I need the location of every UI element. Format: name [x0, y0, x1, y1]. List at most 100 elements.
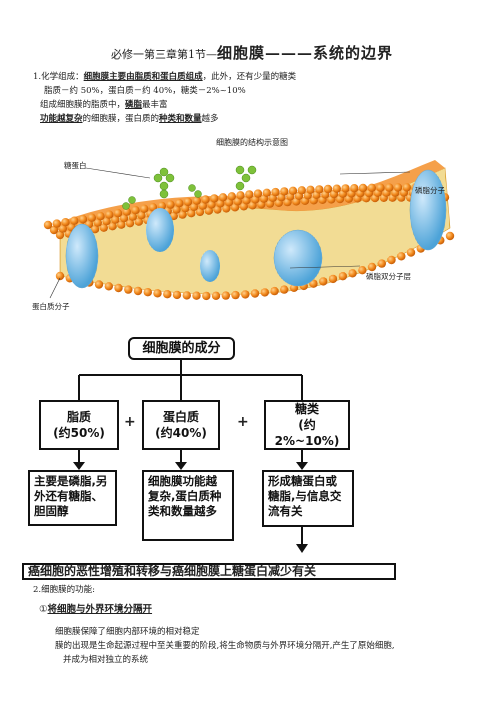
phospholipid-head	[183, 197, 193, 207]
phospholipid-head	[402, 183, 411, 192]
phospholipid-head	[181, 204, 190, 213]
function-para-2: 膜的出现是生命起源过程中至关重要的阶段,将生命物质与外界环境分隔开,产生了原始细…	[55, 641, 395, 651]
composition-line-4: 功能越复杂的细胞膜，蛋白质的种类和数量越多	[40, 114, 219, 124]
function-para-1: 细胞膜保障了细胞内部环境的相对稳定	[55, 627, 200, 637]
phospholipid-head	[70, 216, 79, 225]
phospholipid-head	[102, 217, 111, 226]
phospholipid-head	[49, 225, 59, 235]
protein-right	[273, 229, 323, 287]
phospholipid-head	[182, 291, 191, 300]
phospholipid-head	[90, 225, 100, 234]
phospholipid-head	[140, 204, 149, 213]
component-lipid-name: 脂质	[66, 410, 91, 424]
phospholipid-head	[397, 252, 406, 261]
phospholipid-head	[114, 283, 123, 293]
component-protein-name: 蛋白质	[162, 410, 199, 424]
phospholipid-head	[172, 205, 181, 214]
protein-mid-1	[146, 208, 174, 252]
membrane-illustration	[43, 160, 455, 301]
phospholipid-head	[201, 195, 210, 204]
function-para-3: 并成为相对独立的系统	[63, 655, 149, 665]
plus-sign-1: +	[124, 414, 136, 430]
phospholipid-head	[297, 186, 306, 195]
phospholipid-head	[358, 266, 367, 275]
phospholipid-head	[406, 248, 416, 257]
phospholipid-head	[202, 291, 211, 301]
phospholipid-head	[288, 186, 298, 195]
phospholipid-head	[315, 185, 324, 194]
phospholipid-head	[319, 277, 328, 286]
function-item-1: ①将细胞与外界环境分隔开	[39, 604, 153, 615]
phospholipid-head	[271, 187, 280, 197]
phospholipid-head	[387, 255, 396, 265]
phospholipid-head	[250, 289, 260, 298]
phospholipid-head	[52, 219, 61, 228]
concept-root: 细胞膜的成分	[128, 337, 235, 360]
phospholipid-head	[221, 291, 230, 300]
phospholipid-head	[105, 210, 114, 219]
phospholipid-head	[445, 231, 455, 241]
desc-lipid: 主要是磷脂,另外还有糖脂、胆固醇	[28, 470, 117, 526]
phospholipid-head	[227, 192, 236, 201]
phospholipid-head	[55, 230, 65, 240]
phospholipid-head	[385, 183, 394, 192]
leader-lines	[49, 167, 411, 299]
phospholipid-head	[119, 214, 129, 223]
phospholipid-head	[124, 285, 133, 294]
phospholipid-head	[280, 187, 289, 196]
phospholipid-head	[367, 262, 377, 272]
composition-line-2: 脂质－约 50%，蛋白质－约 40%，糖类－2%~10%	[44, 86, 246, 96]
composition-bold: 细胞膜主要由脂质和蛋白质组成	[83, 72, 203, 82]
phospholipid-head	[280, 285, 289, 294]
label-bilayer: 磷脂双分子层	[366, 272, 411, 281]
label-protein: 蛋白质分子	[32, 302, 70, 311]
phospholipid-head	[270, 286, 279, 296]
title-main: 细胞膜———系统的边界	[216, 44, 393, 62]
phospholipid-head	[131, 206, 140, 215]
phospholipid-head	[192, 196, 201, 205]
phospholipid-head	[178, 210, 187, 219]
phospholipid-head	[245, 190, 254, 199]
phospholipid-head	[125, 219, 135, 228]
phospholipid-head	[338, 272, 347, 281]
phospholipid-head	[187, 209, 196, 218]
title-prefix: 必修一第三章第1节—	[110, 48, 217, 61]
phospholipid-head	[166, 200, 175, 209]
component-sugar-name: 糖类	[294, 402, 319, 416]
phospholipid-head	[133, 286, 143, 296]
component-protein-pct: (约40%)	[155, 426, 207, 440]
composition-line-1: 1.化学组成：细胞膜主要由脂质和蛋白质组成，此外，还有少量的糖类	[33, 72, 297, 82]
phospholipid-head	[175, 199, 184, 208]
phospholipid-head	[58, 224, 67, 233]
component-protein: 蛋白质 (约40%)	[142, 400, 220, 450]
phospholipid-head	[96, 212, 105, 221]
phospholipid-head	[143, 288, 152, 297]
phospholipid-head	[117, 220, 126, 229]
phospholipid-head	[253, 189, 263, 198]
phospholipid-head	[236, 191, 245, 200]
phospholipid-head	[111, 215, 120, 224]
phospholipid-head	[157, 201, 166, 211]
phospholipid-head	[376, 183, 385, 192]
phospholipid-head	[218, 193, 228, 202]
glycoprotein-chains	[122, 165, 257, 210]
phospholipid-head	[61, 218, 70, 227]
phospholipid-head	[137, 211, 146, 220]
phospholipid-head	[134, 217, 143, 226]
phospholipid-head	[192, 291, 201, 300]
phospholipid-heads-bottom	[55, 231, 455, 301]
phospholipid-head	[113, 209, 123, 218]
phospholipid-head	[358, 183, 368, 193]
label-glycoprotein: 糖蛋白	[64, 161, 87, 170]
phospholipid-head	[241, 290, 250, 299]
phospholipid-head	[211, 291, 221, 300]
phospholipid-head	[262, 188, 271, 197]
component-lipid: 脂质 (约50%)	[39, 400, 119, 450]
phospholipid-head	[323, 184, 333, 194]
phospholipid-head	[260, 288, 269, 297]
plus-sign-2: +	[237, 414, 249, 430]
phospholipid-head	[172, 290, 182, 300]
function-heading: 2.细胞膜的功能:	[33, 585, 95, 595]
desc-protein: 细胞膜功能越复杂,蛋白质种类和数量越多	[142, 470, 234, 541]
phospholipid-head	[210, 194, 219, 203]
